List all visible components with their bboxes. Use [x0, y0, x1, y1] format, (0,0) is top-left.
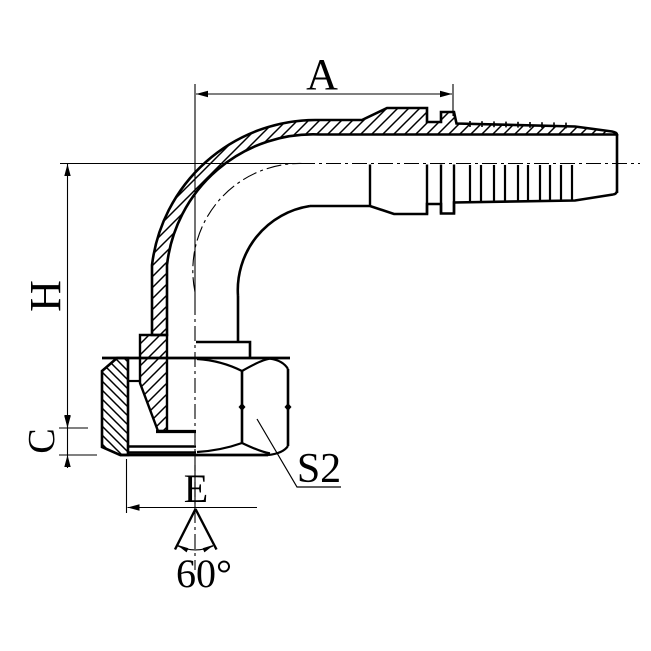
- hose-bottom-silhouette: [310, 193, 614, 216]
- inner-bend-arc: [236, 204, 311, 297]
- fitting-body: [100, 106, 619, 457]
- centerlines: [192, 162, 640, 570]
- hex-corner-diamond-mid: [238, 403, 246, 411]
- dim-e-arrow: [127, 504, 140, 511]
- nut-section: [100, 356, 130, 457]
- cone-angle-annotation: [173, 508, 218, 553]
- cone-v-lines: [173, 508, 218, 551]
- dim-a-arrow-left: [196, 90, 208, 98]
- hose-barb-lines: [468, 165, 574, 202]
- dim-e-label: E: [184, 466, 208, 511]
- tube-section-band: [150, 106, 619, 337]
- dim-c-arrow-top: [64, 416, 71, 428]
- dim-h-label: H: [21, 280, 70, 312]
- cone-arc-arrow-left: [176, 544, 189, 553]
- dim-c-label: C: [21, 428, 63, 453]
- dim-c-arrow-bottom: [64, 455, 71, 467]
- collar-outline: [196, 340, 252, 358]
- dimension-a: [194, 84, 454, 300]
- s2-leader-line: [256, 418, 341, 488]
- dimension-e: [125, 459, 257, 513]
- centerline-bend: [192, 162, 303, 293]
- hose-end-corner: [612, 190, 619, 196]
- dimension-c: [59, 415, 97, 468]
- dim-h-arrow-top: [64, 164, 71, 176]
- barb-crest-ticks: [469, 121, 567, 129]
- hose-feature-edges: [368, 164, 456, 214]
- s2-label: S2: [297, 446, 341, 492]
- cone-angle-label: 60°: [176, 551, 232, 596]
- cone-arc-arrow-right: [202, 544, 215, 553]
- hex-chamfer-arcs-top: [196, 357, 289, 372]
- hex-corner-diamond-right: [284, 403, 292, 411]
- dim-a-arrow-right: [440, 90, 452, 98]
- dim-a-label: A: [306, 50, 338, 99]
- hex-chamfer-arcs-bottom: [196, 441, 289, 457]
- tube-flare-section: [138, 333, 169, 433]
